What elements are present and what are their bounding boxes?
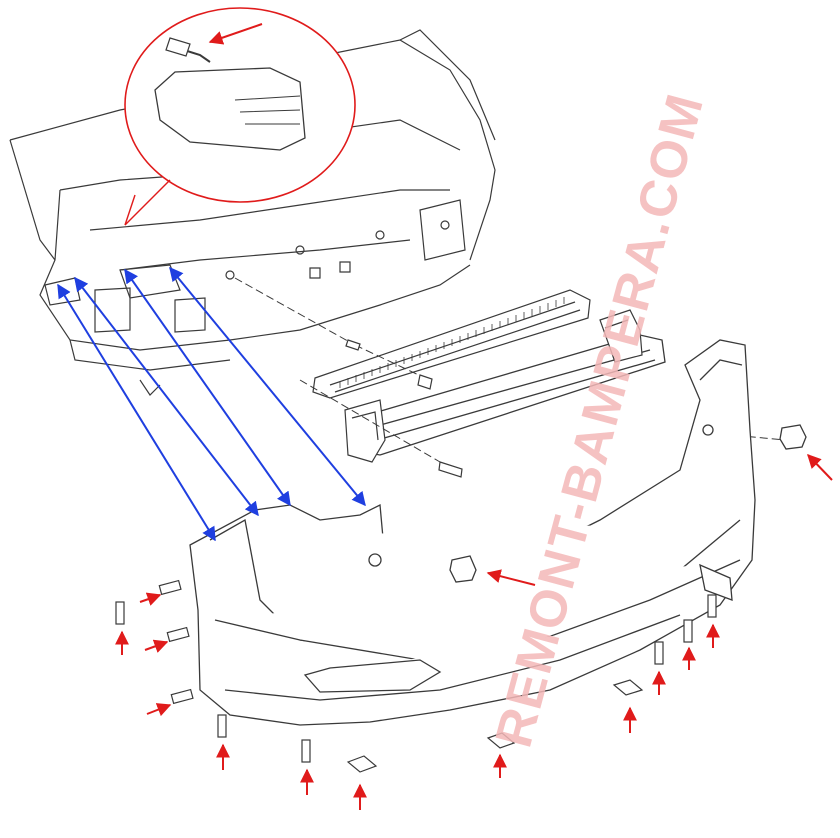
blue-guide-arrows	[57, 266, 366, 542]
rear-bumper-cover	[189, 339, 756, 726]
screw	[115, 579, 717, 763]
red-indicator-arrows	[115, 453, 833, 810]
bumper-absorber	[312, 289, 591, 399]
retainer-clip	[346, 679, 644, 773]
side-bracket-right	[599, 309, 643, 363]
taillight-detail	[124, 7, 356, 226]
rubber-mount	[449, 424, 807, 583]
